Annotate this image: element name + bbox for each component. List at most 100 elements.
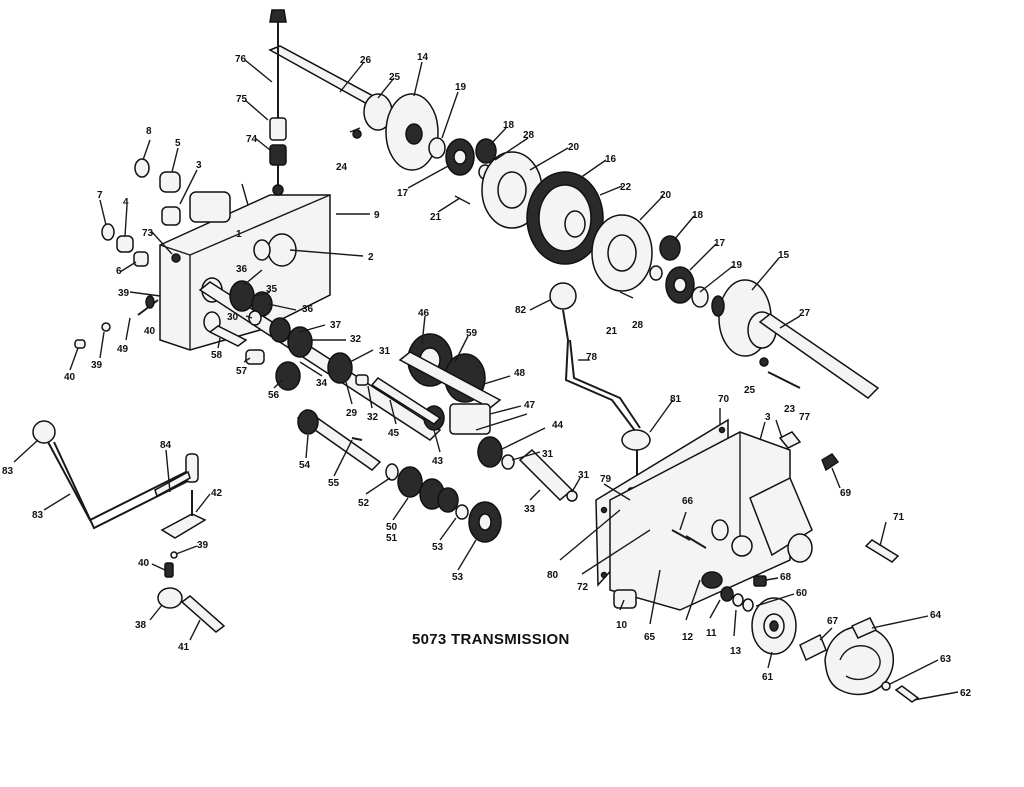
part-label: 82 (515, 305, 527, 316)
part-label: 14 (417, 52, 429, 63)
part-label: 23 (784, 404, 796, 415)
part-label: 5 (175, 138, 181, 149)
part-label: 20 (568, 142, 580, 153)
lower-shift-assembly (32, 420, 226, 633)
part-label: 68 (780, 572, 792, 583)
part-label: 79 (600, 474, 612, 485)
part-label: 84 (160, 440, 172, 451)
part-label: 3 (196, 160, 202, 171)
part-label: 83 (2, 466, 14, 477)
part-label: 13 (730, 646, 742, 657)
part-label: 39 (118, 288, 130, 299)
part-label: 2 (368, 252, 374, 263)
part-label: 41 (178, 642, 190, 653)
part-label: 72 (577, 582, 589, 593)
part-label: 26 (360, 55, 372, 66)
part-label: 1 (236, 229, 242, 240)
countershaft-cluster (198, 280, 442, 441)
part-label: 58 (211, 350, 223, 361)
part-label: 29 (346, 408, 358, 419)
part-label: 34 (316, 378, 328, 389)
part-label: 54 (299, 460, 311, 471)
part-label: 7 (97, 190, 103, 201)
part-label: 73 (142, 228, 154, 239)
part-label: 42 (211, 488, 223, 499)
part-label: 4 (123, 197, 129, 208)
part-label: 32 (367, 412, 379, 423)
left-small-parts (74, 158, 181, 349)
part-label: 31 (578, 470, 590, 481)
part-label: 43 (432, 456, 444, 467)
part-label: 81 (670, 394, 682, 405)
part-label: 18 (692, 210, 704, 221)
part-label: 40 (138, 558, 150, 569)
part-label: 21 (606, 326, 618, 337)
part-label: 40 (144, 326, 156, 337)
part-label: 59 (466, 328, 478, 339)
part-label: 76 (235, 54, 247, 65)
part-label: 75 (236, 94, 248, 105)
part-label: 8 (146, 126, 152, 137)
part-label: 24 (336, 162, 348, 173)
part-label: 36 (236, 264, 248, 275)
part-label: 12 (682, 632, 694, 643)
part-label: 31 (379, 346, 391, 357)
part-label: 51 (386, 533, 398, 544)
part-label: 67 (827, 616, 839, 627)
part-label: 53 (452, 572, 464, 583)
brake-assembly (751, 597, 920, 703)
part-label: 83 (32, 510, 44, 521)
part-label: 62 (960, 688, 972, 699)
part-label: 65 (644, 632, 656, 643)
part-label: 39 (91, 360, 103, 371)
part-label: 53 (432, 542, 444, 553)
central-gear-shafts (296, 333, 578, 543)
part-label: 39 (197, 540, 209, 551)
part-label: 28 (632, 320, 644, 331)
part-label: 69 (840, 488, 852, 499)
part-label: 3 (765, 412, 771, 423)
part-label: 25 (389, 72, 401, 83)
lower-output-shaft (711, 279, 880, 399)
part-label: 46 (418, 308, 430, 319)
part-label: 74 (246, 134, 258, 145)
gear-shift-lever (549, 282, 651, 486)
part-label: 25 (744, 385, 756, 396)
part-label: 78 (586, 352, 598, 363)
leader-lines (13, 59, 959, 701)
part-label: 19 (455, 82, 467, 93)
part-label: 17 (714, 238, 726, 249)
part-label: 40 (64, 372, 76, 383)
part-label: 20 (660, 190, 672, 201)
part-label: 70 (718, 394, 730, 405)
part-label: 50 (386, 522, 398, 533)
diagram-title: 5073 TRANSMISSION (412, 631, 570, 648)
part-label: 38 (135, 620, 147, 631)
part-label: 61 (762, 672, 774, 683)
part-label: 18 (503, 120, 515, 131)
part-label: 55 (328, 478, 340, 489)
part-label: 37 (330, 320, 342, 331)
part-label: 27 (799, 308, 811, 319)
part-label: 21 (430, 212, 442, 223)
part-label: 30 (227, 312, 239, 323)
part-label: 11 (706, 628, 717, 639)
main-housing (159, 184, 331, 351)
part-label: 36 (302, 304, 314, 315)
part-label: 31 (542, 449, 554, 460)
part-label: 22 (620, 182, 632, 193)
part-number-labels: 1 2 3 3 4 5 6 7 8 9 10 11 12 13 14 15 16… (2, 52, 972, 699)
part-label: 57 (236, 366, 248, 377)
part-label: 32 (350, 334, 362, 345)
part-label: 45 (388, 428, 400, 439)
part-label: 60 (796, 588, 808, 599)
part-label: 6 (116, 266, 122, 277)
part-label: 49 (117, 344, 129, 355)
part-label: 71 (893, 512, 905, 523)
part-label: 33 (524, 504, 536, 515)
part-label: 35 (266, 284, 278, 295)
part-label: 44 (552, 420, 564, 431)
part-label: 47 (524, 400, 536, 411)
part-label: 64 (930, 610, 942, 621)
